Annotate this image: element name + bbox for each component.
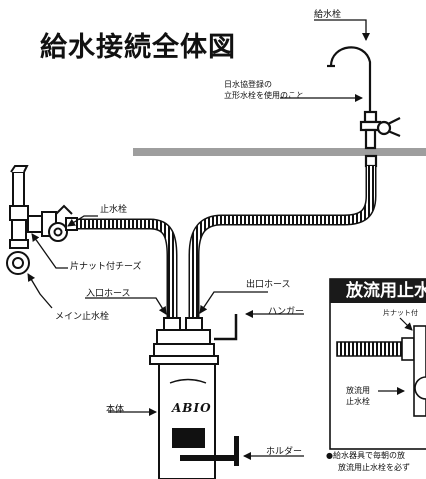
hanger-label: ハンガー [268,307,305,317]
inset-valve-label-line1: 放流用 [346,386,370,395]
filter-body [158,363,216,479]
faucet-leader [314,19,370,41]
inset-nut-label: 片ナット付 [383,309,418,317]
tee-label: 片ナット付チーズ [70,262,142,272]
inlet-hose-label: 入口ホース [86,289,131,299]
stop-valve-icon [27,204,78,242]
filter-head [149,317,219,365]
faucet-note-line1: 日水協登録の [224,80,272,89]
stop-valve-label: 止水栓 [100,205,128,215]
inset-panel [329,278,426,450]
faucet-note-line2: 立形水栓を使用のこと [224,91,304,100]
counter-top [133,148,426,156]
supply-pipe [6,165,30,275]
inset-note-line2: 放流用止水栓を必ず [338,463,410,472]
hanger-bracket [214,314,238,341]
holder-bracket [180,436,239,466]
main-valve-leader [27,273,53,309]
inset-panel-header [330,279,426,303]
inset-valve-label-line2: 止水栓 [346,397,370,406]
outlet-hose-leader [199,291,268,314]
page-title: 給水接続全体図 [40,32,236,63]
main-valve-label: メイン止水栓 [55,312,110,322]
stop-valve-leader [67,215,98,227]
filter-logo: ABIO [172,401,212,415]
tee-leader [31,233,68,269]
inset-note-line1: ●給水器具で毎朝の放 [326,451,405,460]
holder-label: ホルダー [266,447,303,457]
body-label: 本体 [106,405,125,415]
outlet-hose-label: 出口ホース [246,280,291,290]
faucet-label: 給水栓 [314,10,342,20]
inlet-hose-leader [85,297,167,315]
inset-panel-title: 放流用止水 [346,281,426,301]
